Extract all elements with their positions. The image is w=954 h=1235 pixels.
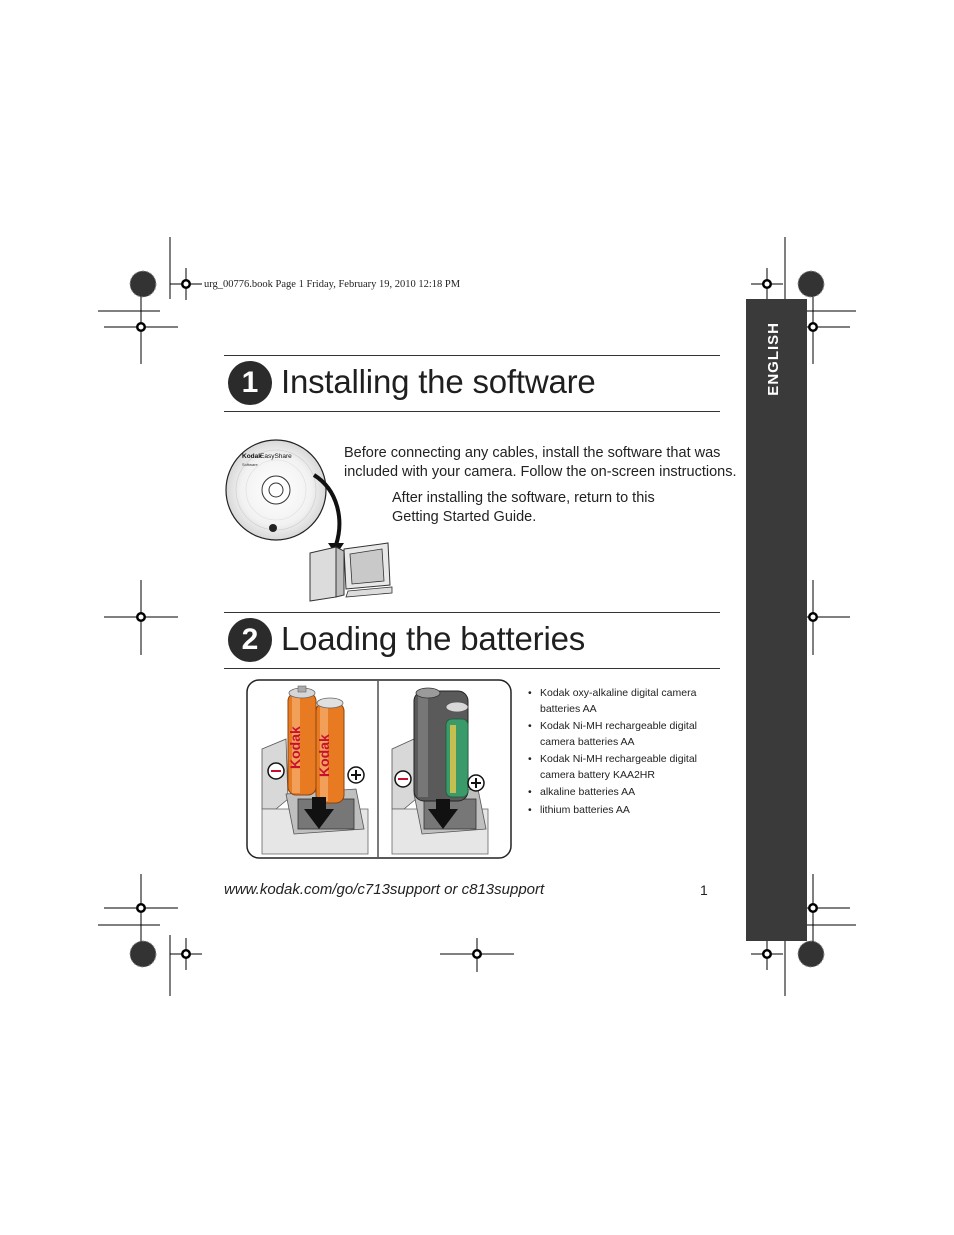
list-item: alkaline batteries AA bbox=[528, 785, 718, 801]
section2-top-rule bbox=[224, 612, 720, 613]
cd-product-label: EasyShare bbox=[260, 453, 292, 460]
section2-title: Loading the batteries bbox=[281, 620, 586, 657]
install-instructions-line1: Before connecting any cables, install th… bbox=[344, 445, 721, 461]
battery-brand-left: Kodak bbox=[287, 726, 303, 769]
insert-down-arrow-2 bbox=[428, 799, 458, 829]
monitor-icon bbox=[343, 542, 393, 598]
support-url[interactable]: www.kodak.com/go/c713support or c813supp… bbox=[224, 881, 545, 898]
return-instructions-line2: Getting Started Guide. bbox=[392, 509, 537, 525]
install-instructions-line2: included with your camera. Follow the on… bbox=[344, 464, 737, 480]
aa-battery-panel: Kodak Kodak bbox=[261, 685, 369, 855]
section2-bottom-rule bbox=[224, 668, 720, 669]
kaa2hr-battery-pack bbox=[413, 687, 469, 802]
section1-bottom-rule bbox=[224, 411, 720, 412]
computer-tower-icon bbox=[309, 546, 345, 602]
battery-brand-right: Kodak bbox=[316, 734, 332, 777]
list-item: lithium batteries AA bbox=[528, 803, 718, 819]
section1-top-rule bbox=[224, 355, 720, 356]
kodak-aa-battery-left: Kodak bbox=[287, 685, 317, 796]
section1-title: Installing the software bbox=[281, 363, 596, 400]
language-tab-label: ENGLISH bbox=[765, 322, 782, 396]
return-instructions-line1: After installing the software, return to… bbox=[392, 490, 655, 506]
insert-arrow bbox=[312, 473, 342, 546]
list-item: Kodak oxy-alkaline digital camera batter… bbox=[528, 686, 718, 717]
language-tab bbox=[746, 299, 807, 941]
cd-to-computer-illustration: Kodak EasyShare Software bbox=[225, 439, 393, 602]
list-item: Kodak Ni-MH rechargeable digital camera … bbox=[528, 752, 718, 783]
cd-brand-label: Kodak bbox=[242, 453, 262, 460]
kodak-aa-battery-right: Kodak bbox=[315, 697, 345, 804]
compatible-battery-list: Kodak oxy-alkaline digital camera batter… bbox=[528, 686, 718, 820]
kaa2hr-battery-panel bbox=[391, 687, 489, 855]
step-1-badge: 1 bbox=[228, 361, 272, 405]
step-2-badge: 2 bbox=[228, 618, 272, 662]
list-item: Kodak Ni-MH rechargeable digital camera … bbox=[528, 719, 718, 750]
page-number: 1 bbox=[700, 882, 708, 898]
insert-down-arrow bbox=[304, 797, 334, 829]
battery-loading-illustration: Kodak Kodak bbox=[246, 679, 512, 859]
cd-subtitle-label: Software bbox=[242, 462, 259, 467]
book-header-info: urg_00776.book Page 1 Friday, February 1… bbox=[204, 279, 461, 290]
